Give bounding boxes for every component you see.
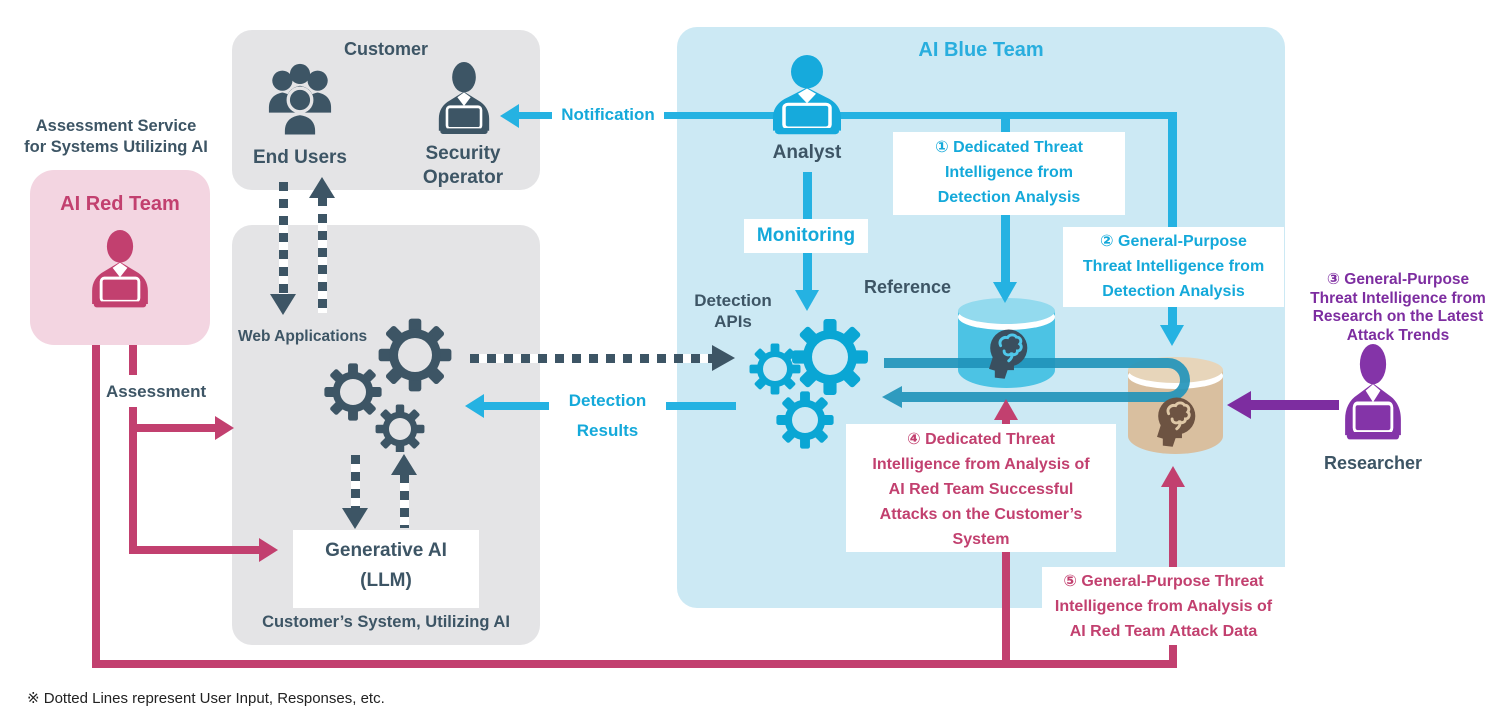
- detection-results-line1: Detection: [568, 391, 647, 410]
- customer-title: Customer: [343, 39, 428, 59]
- blue-team-title: AI Blue Team: [918, 39, 1044, 61]
- notification-arrowhead: [500, 104, 519, 128]
- security-operator-icon: [437, 62, 491, 136]
- user-input-arrowhead: [270, 294, 296, 315]
- response-dashed-line: [318, 197, 327, 313]
- end-users-icon: [267, 62, 333, 138]
- reference-roundtrip-line: [882, 358, 1190, 408]
- monitoring-arrowhead: [795, 290, 819, 311]
- user-input-dashed-line: [279, 182, 288, 294]
- detection-results-label: Detection Results: [549, 386, 666, 448]
- detection-results-line2: Results: [576, 421, 639, 440]
- webapp-to-llm-dashed-line: [351, 455, 360, 508]
- detection-apis-label: Detection APIs: [694, 291, 772, 332]
- bottom-feedback-line: [92, 660, 1177, 668]
- annotation-2: ② General-Purpose Threat Intelligence fr…: [1063, 227, 1284, 307]
- analyst-label: Analyst: [772, 142, 842, 163]
- intel2-line: [1168, 112, 1177, 325]
- footnote: ※ Dotted Lines represent User Input, Res…: [27, 690, 385, 707]
- monitoring-label: Monitoring: [744, 219, 868, 253]
- annotation-4: ④ Dedicated Threat Intelligence from Ana…: [846, 424, 1116, 552]
- intel4-arrowhead: [994, 399, 1018, 420]
- intel5-arrowhead: [1161, 466, 1185, 487]
- intelligence-brain-head-icon: [1155, 396, 1197, 449]
- security-operator-label: Security Operator: [422, 143, 504, 188]
- annotation-1: ① Dedicated Threat Intelligence from Det…: [893, 132, 1125, 215]
- generative-ai-line2: (LLM): [360, 570, 412, 591]
- reference-label: Reference: [864, 277, 952, 297]
- customer-system-caption: Customer’s System, Utilizing AI: [262, 613, 510, 631]
- llm-to-webapp-dashed-line: [400, 474, 409, 528]
- notification-label: Notification: [552, 101, 664, 129]
- annotation-5: ⑤ General-Purpose Threat Intelligence fr…: [1042, 567, 1285, 645]
- researcher-line: [1251, 400, 1339, 410]
- llm-to-webapp-arrowhead: [391, 454, 417, 475]
- researcher-arrowhead: [1227, 391, 1251, 419]
- assessment-label: Assessment: [103, 381, 210, 403]
- analyst-icon: [771, 55, 843, 136]
- red-team-title: AI Red Team: [60, 193, 180, 215]
- assessment-arrowhead-webapp: [215, 416, 234, 440]
- generative-ai-line1: Generative AI: [325, 540, 447, 561]
- detection-results-arrowhead: [465, 394, 484, 418]
- web-applications-gears-icon: [324, 318, 452, 452]
- annotation-3: ③ General-Purpose Threat Intelligence fr…: [1310, 271, 1486, 344]
- webapp-to-api-dashed-line: [470, 354, 712, 363]
- assessment-arrowhead-llm: [259, 538, 278, 562]
- webapp-to-api-arrowhead: [712, 345, 735, 371]
- intel2-arrowhead: [1160, 325, 1184, 346]
- intel1-arrowhead: [993, 282, 1017, 303]
- red-team-icon: [90, 230, 150, 309]
- analyst-main-line: [518, 112, 1177, 119]
- generative-ai-box: Generative AI (LLM): [293, 530, 479, 608]
- assessment-arrow-llm: [129, 546, 259, 554]
- detection-apis-gears-icon: [749, 319, 868, 449]
- assessment-line-lower: [129, 407, 137, 554]
- service-title: Assessment Service for Systems Utilizing…: [24, 117, 208, 156]
- response-arrowhead: [309, 177, 335, 198]
- webapp-to-llm-arrowhead: [342, 508, 368, 529]
- reference-brain-head-icon: [987, 328, 1029, 381]
- researcher-label: Researcher: [1323, 453, 1423, 473]
- researcher-icon: [1343, 344, 1403, 442]
- assessment-line-upper: [129, 345, 137, 375]
- assessment-arrow-webapp: [133, 424, 215, 432]
- red-team-left-line: [92, 345, 100, 668]
- web-applications-label: Web Applications: [238, 328, 368, 345]
- end-users-label: End Users: [253, 147, 347, 168]
